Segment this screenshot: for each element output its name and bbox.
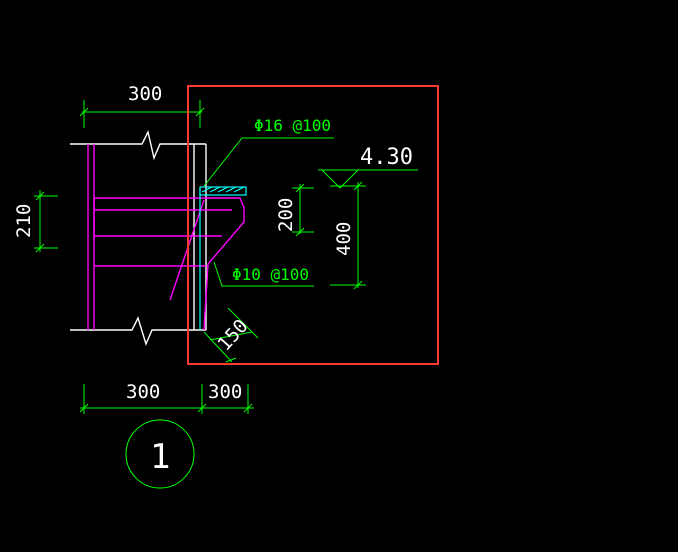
dim-400-label: 400 — [333, 222, 355, 256]
dim-bottom-left-label: 300 — [126, 381, 160, 403]
elevation-label: 4.30 — [360, 145, 413, 170]
rebar-bottom-label: Φ10 @100 — [232, 265, 309, 284]
detail-number-label: 1 — [150, 437, 170, 477]
dim-bottom-right-label: 300 — [208, 381, 242, 403]
highlight-box — [187, 85, 439, 365]
cyan-detail — [199, 186, 247, 330]
dim-200-label: 200 — [275, 198, 297, 232]
dim-150-label: 150 — [213, 315, 252, 355]
rebar-top-label: Φ16 @100 — [254, 116, 331, 135]
slab-rebar — [87, 144, 245, 331]
dim-left-label: 210 — [13, 204, 35, 238]
wall-outline — [70, 129, 207, 347]
labels: 300 210 300 300 200 400 150 4.30 — [13, 83, 413, 403]
dimension-lines — [34, 100, 418, 489]
dim-top-label: 300 — [128, 83, 162, 105]
